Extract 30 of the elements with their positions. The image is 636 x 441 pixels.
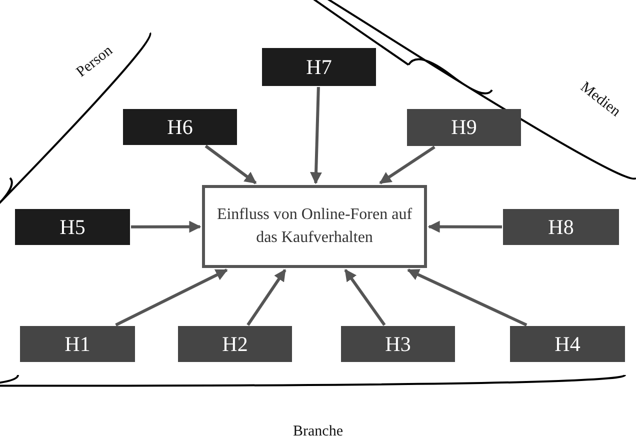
arrow — [204, 144, 257, 184]
hypothesis-box — [510, 326, 625, 362]
hypothesis-box — [407, 109, 521, 146]
hypothesis-box — [178, 326, 292, 362]
box-label: H6 — [167, 114, 193, 140]
hypothesis-box — [503, 209, 619, 245]
group-label: Branche — [293, 424, 343, 440]
box-label: H1 — [64, 332, 90, 356]
arrow — [428, 220, 502, 233]
arrow — [115, 268, 228, 326]
box-label: H7 — [306, 54, 332, 80]
hypothesis-box — [341, 326, 455, 362]
arrow — [246, 269, 286, 326]
hypothesis-box — [262, 48, 376, 86]
arrow — [407, 268, 528, 326]
box-label: H3 — [385, 332, 411, 356]
box-label: H8 — [548, 214, 574, 240]
hypothesis-box — [15, 209, 130, 245]
arrow — [379, 146, 436, 184]
arrow — [344, 269, 386, 326]
hypothesis-box — [20, 326, 135, 362]
central-box — [202, 185, 427, 268]
box-label: H5 — [60, 214, 86, 240]
box-text: Einfluss von Online-Foren auf das Kaufverhalten — [216, 205, 414, 248]
box-label: H4 — [554, 332, 580, 356]
box-label: H2 — [222, 332, 248, 356]
box-label: H9 — [451, 115, 477, 140]
arrow — [310, 86, 322, 184]
hypothesis-box — [123, 109, 237, 145]
arrow — [131, 220, 202, 233]
